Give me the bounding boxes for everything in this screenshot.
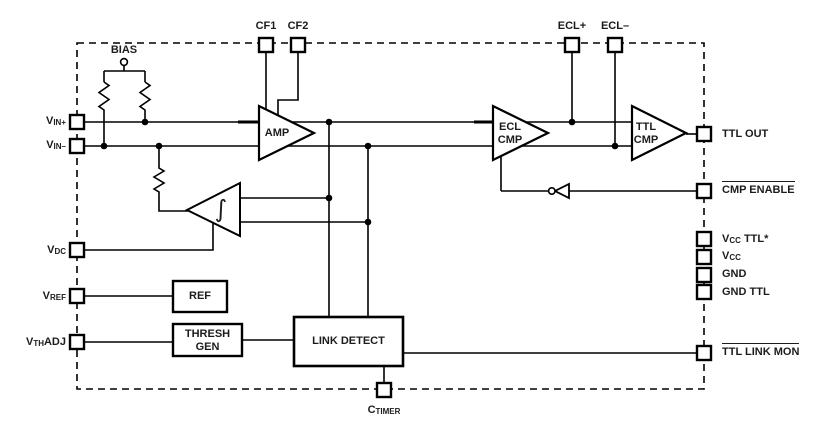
pin-square-ecl-plus xyxy=(563,36,581,54)
cmp-enable-wire xyxy=(500,156,697,192)
pin-square-vin-minus xyxy=(68,137,86,155)
junction-dot xyxy=(364,218,372,226)
integrator-triangle xyxy=(184,181,241,238)
pin-label-gnd-ttl: GND TTL xyxy=(722,286,770,298)
pin-square-ttl-link-mon xyxy=(695,344,713,362)
pin-square-vref xyxy=(68,287,86,305)
pin-square-cmp-enable xyxy=(695,182,713,200)
junction-dot xyxy=(325,194,333,202)
ecl-cmp-triangle xyxy=(491,104,551,162)
amp-label: AMP xyxy=(264,127,290,139)
pin-square-ttl-out xyxy=(695,125,713,143)
pin-square-vin-plus xyxy=(68,113,86,131)
junction-dot xyxy=(325,118,333,126)
pin-label-ctimer: CTIMER xyxy=(367,404,401,416)
pin-label-vcc: VCC xyxy=(722,250,741,262)
pin-label-cmp-enable: CMP ENABLE xyxy=(722,181,795,197)
bias-resistor-left xyxy=(97,81,111,146)
inverter-bubble xyxy=(547,187,556,196)
junction-dot xyxy=(100,142,108,150)
ref-block xyxy=(171,279,229,314)
pin-label-ttl-link-mon: TTL LINK MON xyxy=(722,343,800,359)
thresh-gen-block xyxy=(171,322,244,358)
pin-squares xyxy=(68,36,713,399)
pin-label-ttl-out: TTL OUT xyxy=(722,128,769,140)
pin-square-cf2 xyxy=(289,36,307,54)
pin-label-vref: VREF xyxy=(42,290,66,302)
wires xyxy=(84,52,697,383)
pin-square-vthadj xyxy=(68,333,86,351)
pin-label-cf2: CF2 xyxy=(287,20,309,32)
junction-dots xyxy=(100,118,619,226)
pin-square-gnd xyxy=(695,266,713,284)
link-detect-block xyxy=(292,315,405,368)
pin-label-vcc-ttl: VCC TTL* xyxy=(722,233,769,245)
pin-square-gnd-ttl xyxy=(695,283,713,301)
ref-label: REF xyxy=(189,290,211,302)
bias-resistor-right xyxy=(138,81,152,122)
pin-square-ecl-minus xyxy=(606,36,624,54)
pin-square-vdc xyxy=(68,241,86,259)
junction-dot xyxy=(155,142,163,150)
pin-label-gnd: GND xyxy=(722,268,747,280)
ttl-cmp-triangle xyxy=(630,104,689,162)
pin-square-vcc xyxy=(695,248,713,266)
integrator-symbol: ∫ xyxy=(214,195,228,223)
junction-dot xyxy=(568,118,576,126)
bias-wires xyxy=(103,65,146,82)
vdc-wire xyxy=(84,223,214,251)
pin-label-vdc: VDC xyxy=(47,244,66,256)
pin-square-ctimer xyxy=(375,381,393,399)
inverter-triangle xyxy=(552,182,570,200)
junction-dot xyxy=(611,142,619,150)
junction-dot xyxy=(141,118,149,126)
bias-terminal-circle xyxy=(119,57,129,67)
pin-label-ecl-minus: ECL– xyxy=(600,20,630,32)
link-detect-label: LINK DETECT xyxy=(312,335,385,347)
pin-square-cf1 xyxy=(257,36,275,54)
integrator-feedback-resistor xyxy=(152,146,188,212)
pin-label-cf1: CF1 xyxy=(255,20,277,32)
junction-dot xyxy=(364,142,372,150)
pin-label-vin-plus: VIN+ xyxy=(45,115,66,127)
amp-triangle xyxy=(257,104,317,162)
cf2-wire xyxy=(277,52,299,117)
pin-label-vthadj: VTHADJ xyxy=(25,336,66,348)
pin-square-vcc-ttl xyxy=(695,230,713,248)
pin-label-ecl-plus: ECL+ xyxy=(557,20,587,32)
pin-label-vin-minus: VIN– xyxy=(46,139,66,151)
bias-label: BIAS xyxy=(110,44,138,56)
